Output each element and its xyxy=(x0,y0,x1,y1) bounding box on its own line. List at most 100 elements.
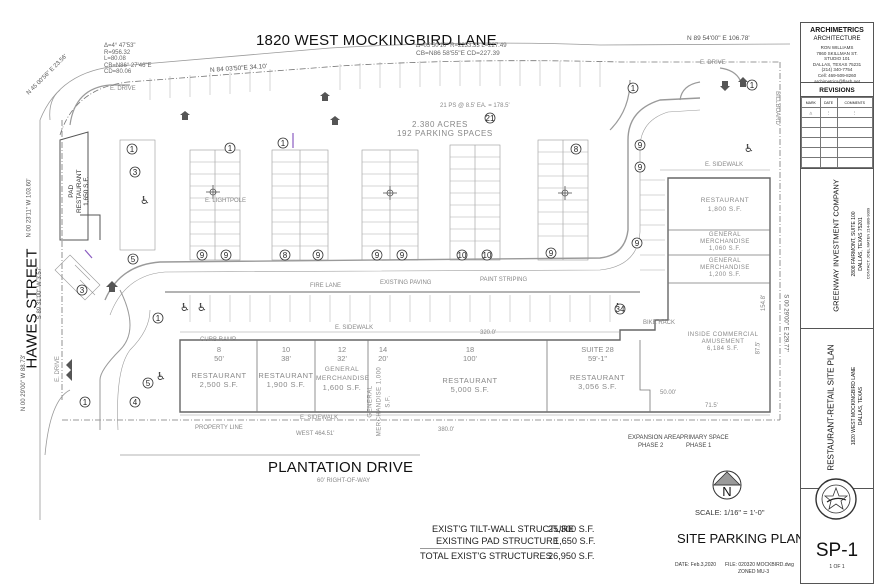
sheet-number: SP-1 xyxy=(815,540,859,561)
suite-10: 10 38' RESTAURANT 1,900 S.F. xyxy=(258,345,314,389)
svg-text:8: 8 xyxy=(283,251,288,260)
dim-50: 50.00' xyxy=(660,390,677,396)
e-drive-ne: E. DRIVE xyxy=(700,60,726,66)
client-block: GREENWAY INVESTMENT COMPANY 2808 FAIRMON… xyxy=(801,171,873,329)
billboard-label: BILLBOARD xyxy=(773,91,780,125)
svg-text:♿: ♿ xyxy=(140,194,150,207)
svg-text:9: 9 xyxy=(375,251,380,260)
curve-note-2b: CB=N86 58'55"E CD=227.39 xyxy=(416,50,500,57)
svg-text:♿: ♿ xyxy=(156,370,166,383)
architect-seal xyxy=(815,478,857,520)
street-north: 1820 WEST MOCKINGBIRD LANE xyxy=(256,32,497,49)
svg-text:3: 3 xyxy=(80,286,85,295)
paint-striping-label: PAINT STRIPING xyxy=(480,277,528,283)
plan-title: SITE PARKING PLAN xyxy=(677,531,805,546)
curve-note-1: Δ=4° 47'53" R=956.32 L=80.08 CB=N86° 27'… xyxy=(104,43,152,75)
dim-87-5: 87.5' xyxy=(755,341,762,355)
bearing-east: S 00 29'00" E 229.77' xyxy=(782,294,789,352)
summary-total-label: TOTAL EXIST'G STRUCTURES xyxy=(420,551,552,561)
lightpole-label: E. LIGHTPOLE xyxy=(205,198,247,204)
sidewalk-label-east: E. SIDEWALK xyxy=(705,162,744,168)
sidewalk-label-south: E. SIDEWALK xyxy=(300,415,339,421)
existing-paving-label: EXISTING PAVING xyxy=(380,280,432,286)
svg-text:1: 1 xyxy=(83,398,88,407)
svg-text:9: 9 xyxy=(635,239,640,248)
site-plan-linework: ♿ ♿ ♿ ♿ ♿ ♿ 1 3 5 3 1 5 4 1 1 1 9 xyxy=(39,42,791,520)
svg-text:5: 5 xyxy=(131,255,136,264)
suite-18: 18 100' RESTAURANT 5,000 S.F. xyxy=(442,345,498,394)
dim-154-8: 154.8' xyxy=(761,294,768,312)
svg-text:34: 34 xyxy=(616,305,625,314)
bearing-ne: N 89 54'00" E 106.78' xyxy=(687,35,750,42)
suite-8: 8 50' RESTAURANT 2,500 S.F. xyxy=(191,345,247,389)
svg-text:9: 9 xyxy=(224,251,229,260)
svg-text:1: 1 xyxy=(750,81,755,90)
site-parking-count: 192 PARKING SPACES xyxy=(397,129,493,138)
svg-text:♿: ♿ xyxy=(744,142,754,155)
suite-14: 14 20' xyxy=(378,345,388,363)
summary-divider xyxy=(420,548,560,549)
svg-text:9: 9 xyxy=(549,249,554,258)
front-dim: 320.0' xyxy=(480,330,497,336)
footer-zoned: ZONED MU-3 xyxy=(738,569,770,575)
project-block: RESTAURANT-RETAIL SITE PLAN 1820 WEST MO… xyxy=(801,331,873,489)
footer-file: FILE: 020320 MOCKBIRD.dwg xyxy=(725,562,794,568)
site-acres: 2.380 ACRES xyxy=(412,120,468,129)
svg-text:9: 9 xyxy=(638,141,643,150)
svg-text:1: 1 xyxy=(631,84,636,93)
svg-text:8: 8 xyxy=(574,145,579,154)
bearing-west-2: N 00 29'00" W 88.73' xyxy=(21,354,28,412)
svg-text:1: 1 xyxy=(130,145,135,154)
e-drive-nw: E. DRIVE xyxy=(110,86,136,92)
summary-row-2-value: 1,650 S.F. xyxy=(554,536,596,546)
fire-lane-label: FIRE LANE xyxy=(310,283,342,289)
suite-14-use: GENERAL MERCHANDISE 1,000 S.F. xyxy=(367,366,392,437)
suite-36: GENERAL MERCHANDISE 1,060 S.F. xyxy=(700,232,750,252)
summary-row-1-label: EXIST'G TILT-WALL STRUCTURE xyxy=(432,524,575,534)
summary-row-1-value: 25,300 S.F. xyxy=(548,524,595,534)
dim-71-5: 71.5' xyxy=(705,403,718,409)
north-arrow: N xyxy=(712,470,742,500)
bearing-west-3: S 89 31'00" W 3.57' xyxy=(37,266,44,320)
title-block: ARCHIMETRICS ARCHITECTURE RON WILLIAMS 7… xyxy=(800,22,874,584)
suite-44: RESTAURANT 1,800 S.F. xyxy=(700,197,750,213)
footer-date: DATE: Feb.3,2020 xyxy=(675,562,717,568)
svg-text:4: 4 xyxy=(133,398,138,407)
north-row-note: 21 PS @ 8.5' EA. = 178.5' xyxy=(440,103,510,109)
svg-text:1: 1 xyxy=(228,144,233,153)
summary-row-2-label: EXISTING PAD STRUCTURE xyxy=(436,536,559,546)
scale-label: SCALE: 1/16" = 1'-0" xyxy=(695,508,765,517)
suite-28: SUITE 28 59'-1" RESTAURANT 3,056 S.F. xyxy=(569,345,626,391)
svg-text:9: 9 xyxy=(200,251,205,260)
svg-text:5: 5 xyxy=(146,379,151,388)
expansion-area-label: EXPANSION AREA xyxy=(628,435,681,441)
sidewalk-label-south-row: E. SIDEWALK xyxy=(335,325,374,331)
primary-space-label: PRIMARY SPACE xyxy=(680,435,729,441)
e-drive-west: E. DRIVE xyxy=(54,356,61,382)
curve-note-2a: Δ=05 50'10" R=2233.33 L=227.49 xyxy=(416,43,507,49)
property-line-label: PROPERTY LINE xyxy=(195,425,243,431)
suite-34: INSIDE COMMERCIAL AMUSEMENT 6,184 S.F. xyxy=(687,332,759,352)
curb-ramp-label: CURB RAMP xyxy=(200,337,237,343)
svg-text:10: 10 xyxy=(483,251,492,260)
suite-35: GENERAL MERCHANDISE 1,200 S.F. xyxy=(700,258,750,278)
pad-restaurant-label: PAD RESTAURANT 1,650 S.F. xyxy=(67,169,90,214)
suite-12: 12 32' GENERAL MERCHANDISE 1,600 S.F. xyxy=(316,345,370,392)
svg-text:9: 9 xyxy=(638,163,643,172)
bike-rack-label: BIKE RACK xyxy=(643,320,676,326)
svg-text:9: 9 xyxy=(316,251,321,260)
svg-text:10: 10 xyxy=(458,251,467,260)
street-south-row: 60' RIGHT-OF-WAY xyxy=(317,478,371,484)
phase-2-label: PHASE 2 xyxy=(638,443,664,449)
architect-info: ARCHIMETRICS ARCHITECTURE RON WILLIAMS 7… xyxy=(801,23,873,84)
svg-text:3: 3 xyxy=(133,168,138,177)
svg-text:9: 9 xyxy=(400,251,405,260)
svg-text:♿: ♿ xyxy=(197,301,207,314)
north-letter: N xyxy=(722,484,732,499)
street-south: PLANTATION DRIVE xyxy=(268,459,414,476)
south-dim: 380.0' xyxy=(438,427,455,433)
phase-1-label: PHASE 1 xyxy=(686,443,712,449)
bearing-west-1: N 00 23'11" W 103.60' xyxy=(26,178,33,238)
